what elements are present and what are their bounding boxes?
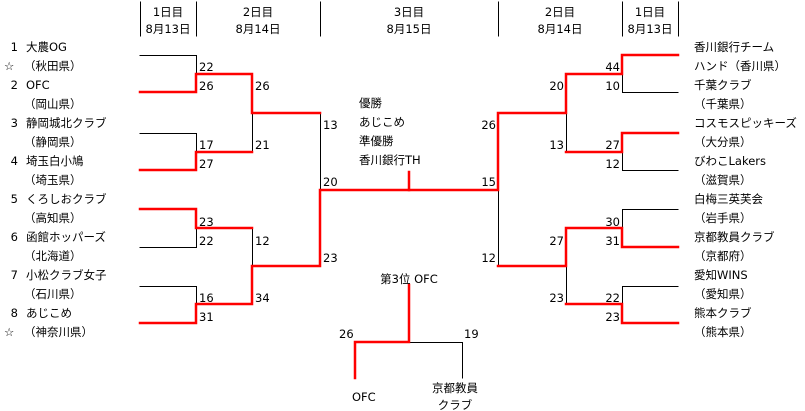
runner-up-team: 香川銀行TH: [359, 153, 421, 167]
score: 30: [605, 215, 620, 229]
score: 22: [605, 291, 620, 305]
team-seed: 3: [10, 116, 18, 130]
team-detail: ハンド（香川県）: [694, 59, 786, 73]
team-prefecture: （石川県）: [24, 287, 82, 301]
score: 22: [199, 60, 214, 74]
team-detail: （千葉県）: [694, 97, 752, 111]
score: 12: [605, 157, 620, 171]
score: 15: [481, 175, 496, 189]
header-dividers: [140, 1, 679, 37]
team-detail: （滋賀県）: [694, 173, 752, 187]
team-seed: 4: [10, 154, 18, 168]
team-prefecture: （秋田県）: [24, 59, 82, 73]
header-day: 1日目: [634, 5, 666, 19]
score: 12: [255, 234, 270, 248]
team-name: 大農OG: [26, 40, 67, 54]
team-name: コスモスピッキーズ: [694, 116, 797, 130]
team-name: あじこめ: [26, 306, 72, 320]
header-day: 3日目: [393, 5, 425, 19]
team-prefecture: （北海道）: [24, 249, 82, 263]
header-day: 2日目: [242, 5, 274, 19]
team-name: びわこLakers: [694, 154, 766, 168]
score: 27: [549, 234, 564, 248]
team-name: 函館ホッパーズ: [26, 230, 106, 244]
header-date: 8月15日: [386, 22, 432, 36]
team-name: 香川銀行チーム: [694, 40, 775, 54]
team-prefecture: （静岡県）: [24, 135, 82, 149]
score: 34: [255, 291, 270, 305]
score: 23: [549, 291, 564, 305]
header-date: 8月14日: [537, 22, 583, 36]
team-detail: （愛知県）: [694, 287, 752, 301]
team-seed: 2: [10, 78, 18, 92]
score: 13: [323, 118, 338, 132]
score: 26: [481, 118, 496, 132]
team-name: くろしおクラブ: [26, 192, 107, 206]
team-seed: 5: [10, 192, 18, 206]
team-name: OFC: [26, 78, 50, 92]
team-prefecture: （埼玉県）: [24, 173, 82, 187]
star-icon: ☆: [4, 59, 15, 73]
team-detail: （熊本県）: [694, 325, 752, 339]
team-seed: 1: [10, 40, 18, 54]
score: 44: [605, 60, 620, 74]
third-place-left-team: OFC: [352, 390, 376, 404]
team-name: 埼玉白小鳩: [26, 154, 84, 168]
team-name: 京都教員クラブ: [694, 230, 775, 244]
score: 27: [605, 138, 620, 152]
score: 26: [255, 79, 270, 93]
team-prefecture: （岡山県）: [24, 97, 82, 111]
team-prefecture: （神奈川県）: [24, 325, 93, 339]
score: 26: [199, 79, 214, 93]
team-seed: 8: [10, 306, 18, 320]
third-place-left-score: 26: [339, 327, 354, 341]
winner-lines: [138, 53, 680, 380]
team-seed: 7: [10, 268, 18, 282]
team-name: 静岡城北クラブ: [26, 116, 107, 130]
score: 13: [549, 138, 564, 152]
team-seed: 6: [10, 230, 18, 244]
third-place-right-team-line2: クラブ: [437, 398, 473, 411]
header-day: 1日目: [152, 5, 184, 19]
star-icon: ☆: [4, 325, 15, 339]
header-date: 8月13日: [145, 22, 191, 36]
runner-up-label: 準優勝: [359, 134, 394, 148]
score: 12: [481, 251, 496, 265]
score: 10: [605, 79, 620, 93]
third-place-right-score: 19: [464, 327, 479, 341]
header-date: 8月14日: [235, 22, 281, 36]
score: 20: [549, 79, 564, 93]
team-name: 千葉クラブ: [694, 78, 752, 92]
score: 20: [323, 175, 338, 189]
team-detail: （岩手県）: [694, 211, 752, 225]
team-name: 小松クラブ女子: [26, 268, 107, 282]
score: 22: [199, 234, 214, 248]
score: 21: [255, 138, 270, 152]
team-name: 愛知WINS: [694, 268, 748, 282]
score: 23: [199, 215, 214, 229]
champion-team: あじこめ: [359, 115, 405, 129]
header-date: 8月13日: [627, 22, 673, 36]
score: 31: [199, 310, 214, 324]
team-prefecture: （高知県）: [24, 211, 82, 225]
team-detail: （大分県）: [694, 135, 752, 149]
team-name: 白梅三英芙会: [694, 192, 763, 206]
team-detail: （京都府）: [694, 249, 752, 263]
score: 31: [605, 234, 620, 248]
third-place-right-team-line1: 京都教員: [432, 381, 478, 395]
score: 16: [199, 291, 214, 305]
third-place-title: 第3位 OFC: [380, 272, 438, 286]
score: 17: [199, 138, 214, 152]
team-name: 熊本クラブ: [694, 306, 752, 320]
score: 23: [323, 251, 338, 265]
header-day: 2日目: [544, 5, 576, 19]
champion-label: 優勝: [359, 96, 382, 110]
score: 23: [605, 310, 620, 324]
score: 27: [199, 157, 214, 171]
